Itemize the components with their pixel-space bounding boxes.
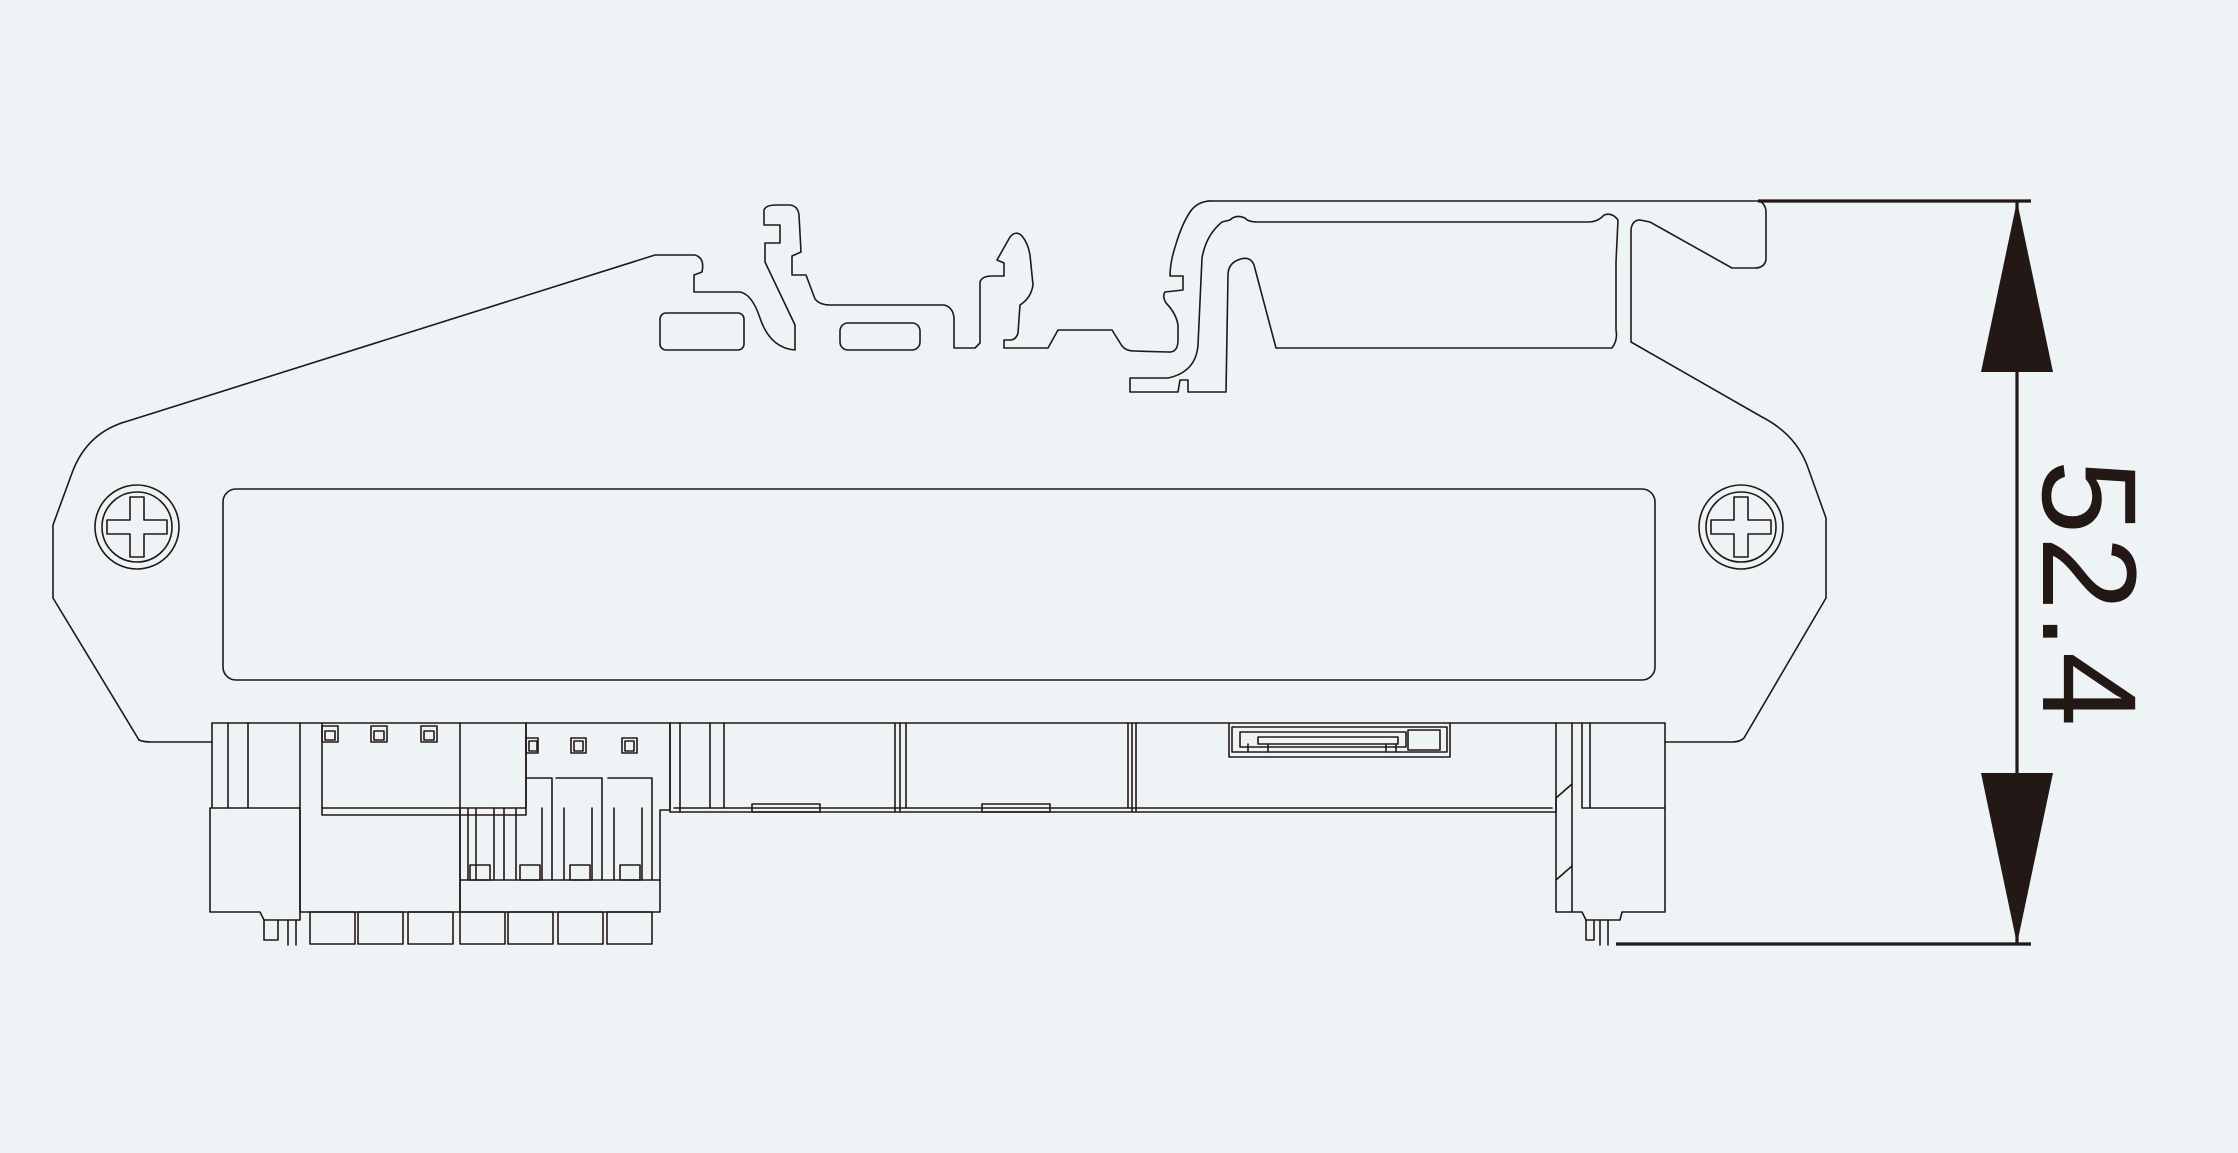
slot-cutout-1 — [659, 312, 745, 351]
dimension-arrow-top — [1981, 201, 2053, 372]
dimension-arrow-bottom — [1981, 773, 2053, 944]
phillips-screw-icon — [94, 484, 180, 570]
dimension-marker — [1616, 199, 2053, 946]
housing-outline — [52, 200, 1827, 743]
dimension-label: 52.4 — [2014, 459, 2163, 729]
slot-cutout-2 — [839, 322, 921, 351]
phillips-screw-icon — [1698, 484, 1784, 570]
housing-bottom-left — [138, 739, 213, 743]
lower-connector-assembly — [209, 722, 1666, 946]
label-window — [222, 488, 1656, 681]
din-rail-hook — [1129, 213, 1619, 393]
